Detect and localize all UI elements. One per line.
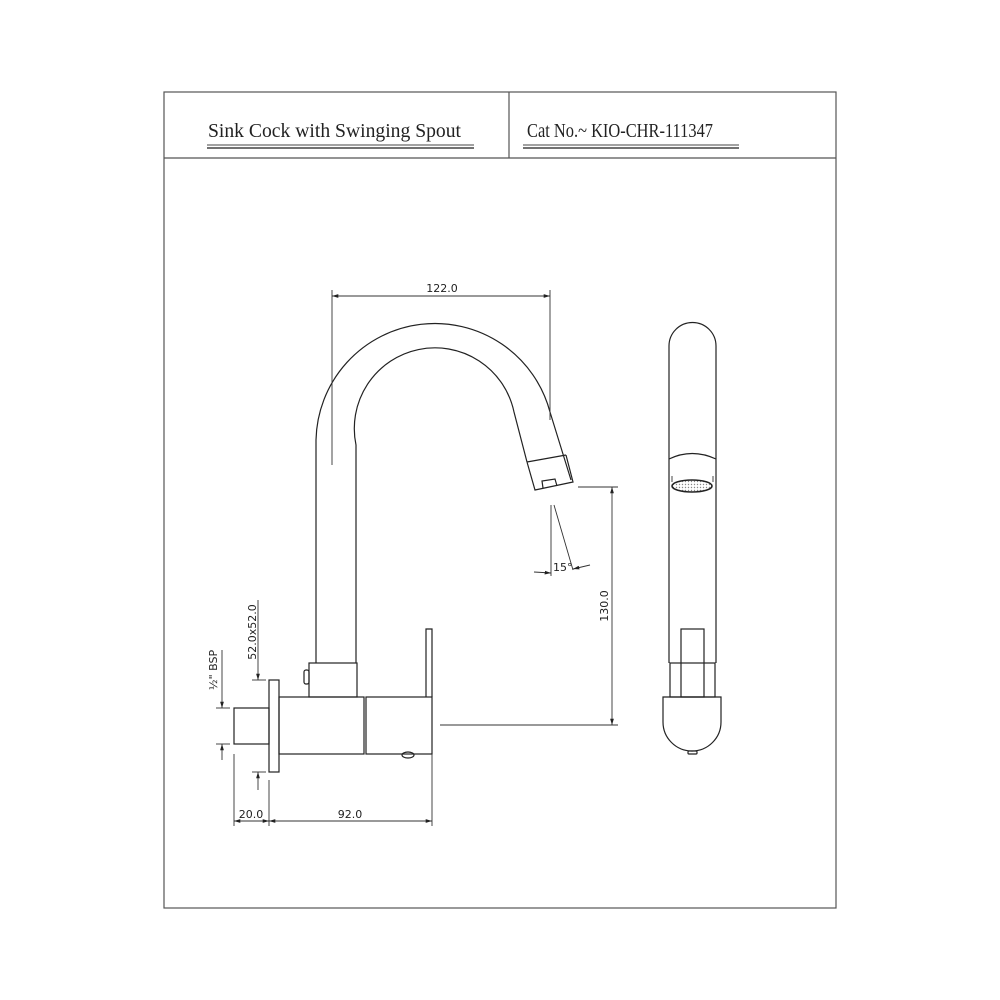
dim-thread-length-label: 20.0 [239,808,264,821]
spout-outer [315,322,572,663]
body-front [662,696,722,752]
spout-front [668,321,717,663]
spout-collar [308,662,358,698]
handle-body [365,696,433,755]
lever-handle [425,628,433,697]
dim-height-label: 130.0 [598,590,611,622]
dim-angle-label: 15° [553,561,573,574]
bottom-screw-front [687,750,698,755]
dim-thread-label: ½" BSP [207,650,220,691]
nozzle-band [668,452,717,460]
thread [233,707,270,745]
wall-flange [268,679,280,773]
grub-screw [303,669,310,685]
dim-flange-label: 52.0x52.0 [246,604,259,660]
collar-front [669,662,716,698]
drawing-frame [163,91,837,909]
side-view [233,322,574,773]
title-block: Sink Cock with Swinging Spout Cat No.~ K… [163,91,837,909]
catalog-number: Cat No.~ KIO-CHR-111347 [527,120,713,142]
dim-reach-label: 122.0 [426,282,458,295]
nozzle [526,454,574,491]
drawing-title: Sink Cock with Swinging Spout [208,120,461,142]
aerator-tip [541,478,558,489]
spout-inner [353,347,528,663]
valve-body [278,696,365,755]
bottom-screw [401,751,415,759]
dimensions: 122.0 130.0 15° 52.0x52.0 ½" BSP 20.0 92… [207,282,618,826]
front-view [662,321,722,755]
dim-body-length-label: 92.0 [338,808,363,821]
aerator-mesh [671,479,713,493]
